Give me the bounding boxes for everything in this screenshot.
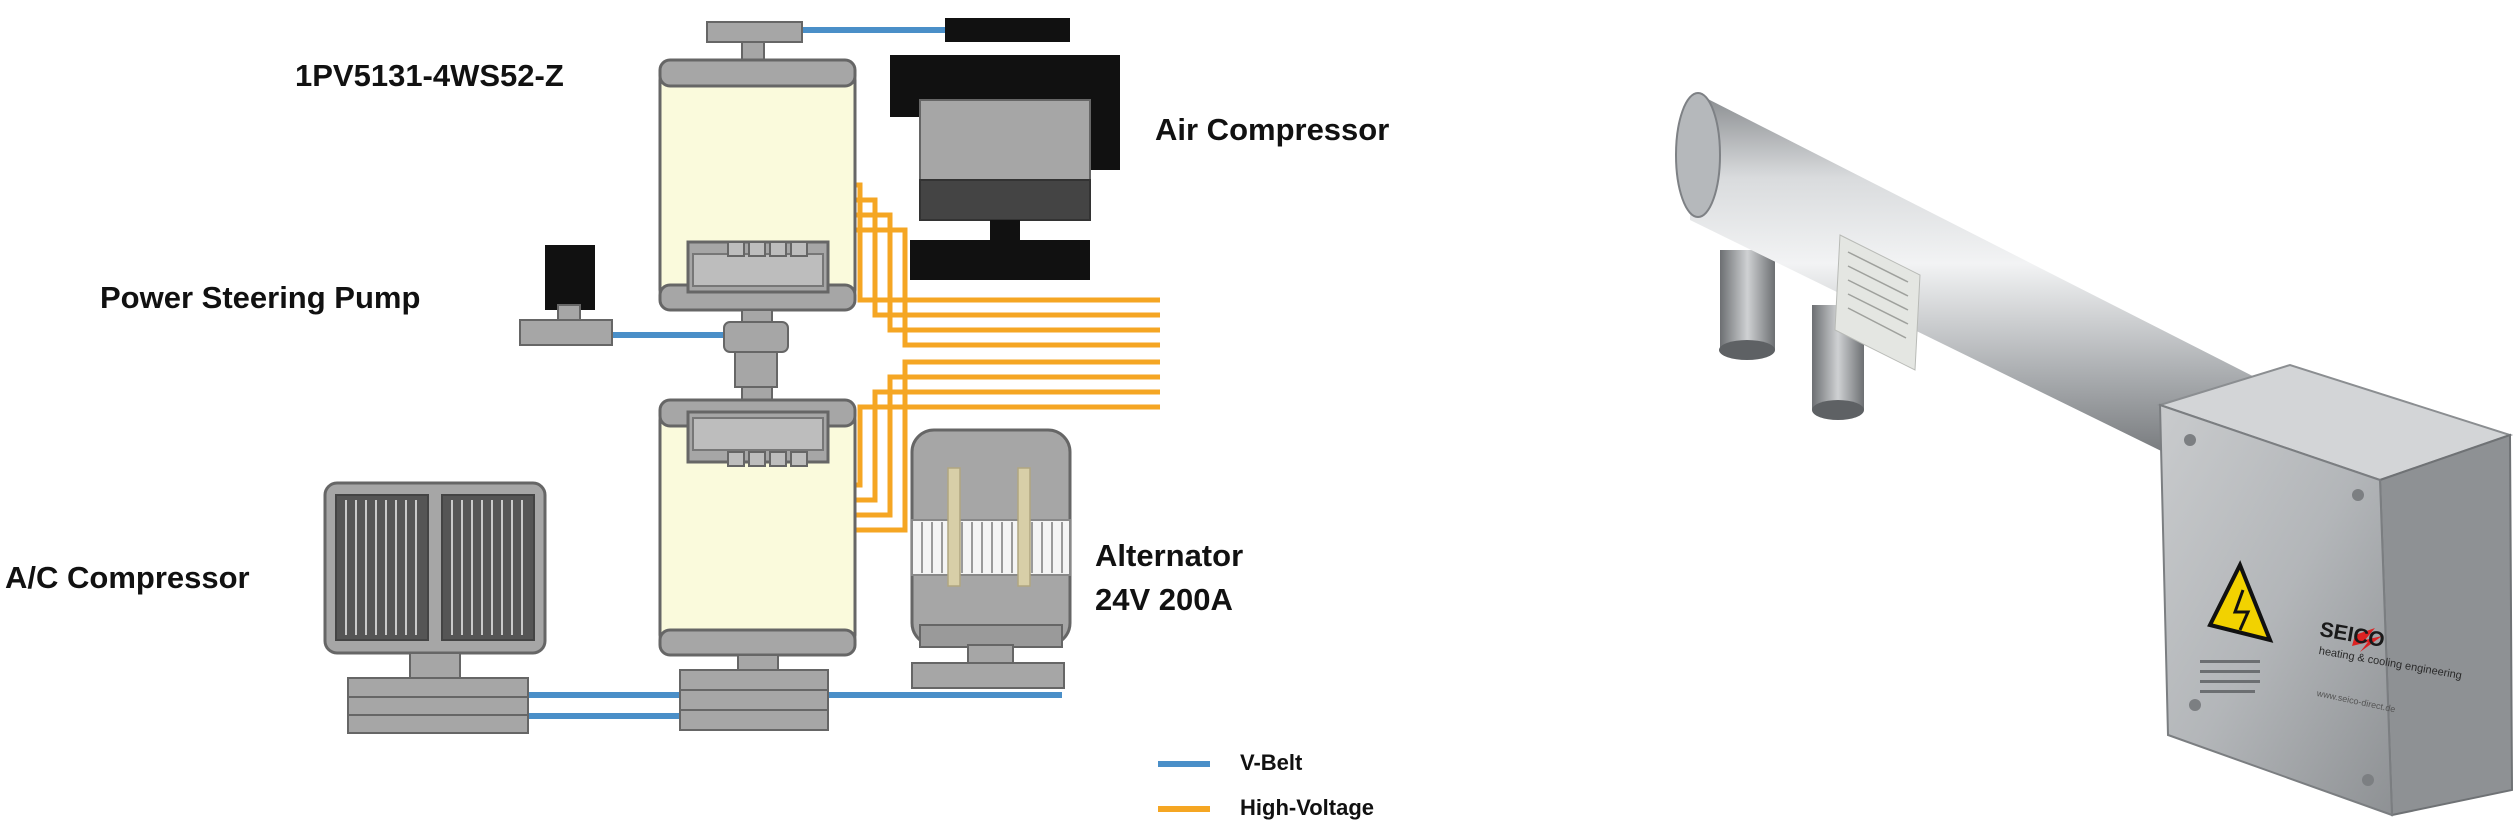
lower-motor-pulley [679,654,829,731]
ac-compressor-label: A/C Compressor [5,560,250,595]
high-voltage-warning-icon [2207,560,2274,643]
heater-terminal-box [2156,363,2514,817]
power-steering-pump-graphic [519,245,613,346]
motor-model-label: 1PV5131-4WS52-Z [295,58,564,93]
ac-compressor-graphic [323,481,547,734]
alternator-graphic [910,428,1072,689]
air-compressor-graphic [890,18,1120,280]
seico-logo-mark [2352,628,2382,652]
heater-tube [1690,95,2290,470]
alternator-rating-label: 24V 200A [1095,582,1233,617]
drivetrain-diagram [323,18,1210,812]
legend-high-voltage-label: High-Voltage [1240,795,1375,820]
alternator-label: Alternator [1095,538,1244,573]
air-compressor-label: Air Compressor [1155,112,1390,147]
heater-photo [1675,92,2514,817]
upper-motor-top-pulley [706,21,803,63]
legend-vbelt-label: V-Belt [1240,750,1303,775]
legend-swatches [1158,761,1210,812]
heater-inlet-pipes [1719,250,1864,420]
lower-traction-motor [658,398,857,657]
heater-spec-sticker [1834,234,1921,371]
upper-traction-motor [658,58,857,312]
motor-coupling [723,309,789,404]
power-steering-pump-label: Power Steering Pump [100,280,421,315]
